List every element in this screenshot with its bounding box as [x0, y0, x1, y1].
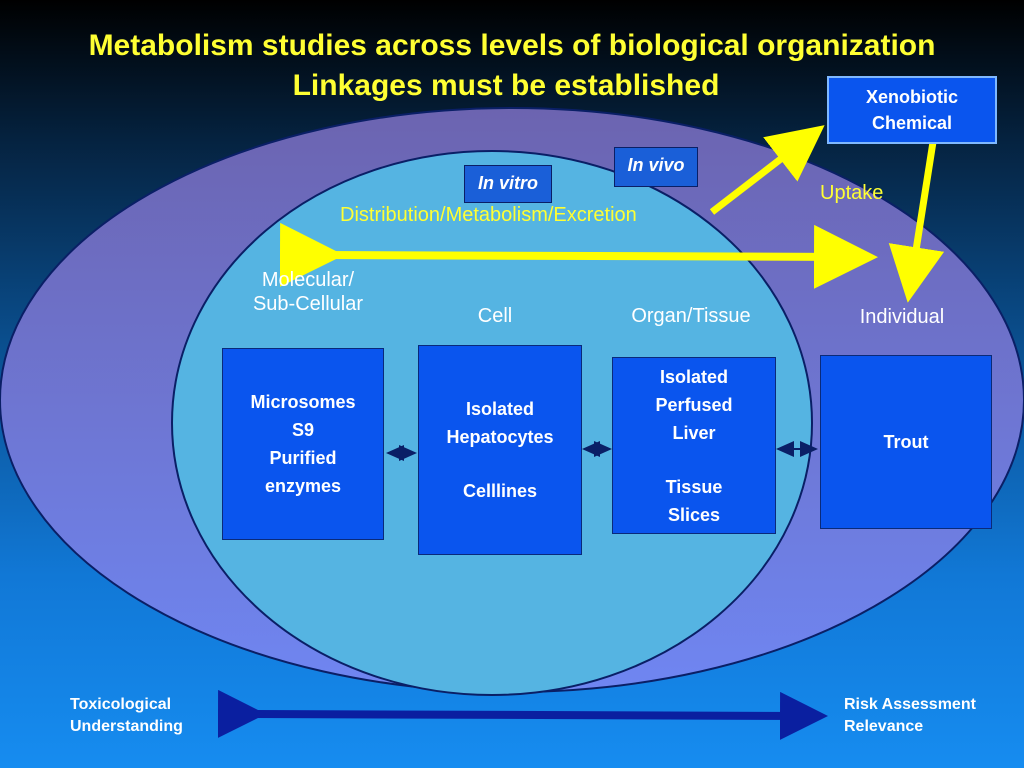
- hepatocytes-box: Isolated Hepatocytes Celllines: [418, 345, 582, 555]
- liver-line1: Isolated: [659, 366, 729, 387]
- microsomes-box: Microsomes S9 Purified enzymes: [222, 348, 384, 540]
- relevance-arrow: [217, 689, 828, 740]
- microsomes-line3: Purified: [269, 448, 337, 468]
- footer-left-line1: Toxicological: [70, 696, 172, 713]
- hepatocytes-line1: Isolated: [465, 399, 535, 419]
- distribution-arrow: [279, 222, 878, 289]
- footer-right-line1: Risk Assessment: [844, 696, 976, 713]
- chemical-label: Chemical: [871, 113, 953, 133]
- in-vitro-tag: In vitro: [464, 165, 552, 203]
- liver-line2: Perfused: [655, 394, 733, 415]
- uptake-arrow-to-chemical: [709, 125, 825, 215]
- liver-line4: Tissue: [665, 476, 723, 497]
- uptake-arrow-to-individual: [888, 141, 945, 303]
- microsomes-line1: Microsomes: [250, 392, 356, 412]
- level-organ-tissue: Organ/Tissue: [631, 305, 751, 327]
- xenobiotic-label: Xenobiotic: [865, 87, 958, 107]
- liver-box: Isolated Perfused Liver Tissue Slices: [612, 357, 776, 534]
- level-molecular: Molecular/ Sub-Cellular: [228, 268, 388, 316]
- in-vivo-tag: In vivo: [614, 147, 698, 187]
- footer-left: Toxicological Understanding: [70, 694, 183, 738]
- trout-box: Trout: [820, 355, 992, 529]
- microsomes-line4: enzymes: [264, 476, 342, 496]
- footer-right: Risk Assessment Relevance: [844, 694, 976, 738]
- title-line-1: Metabolism studies across levels of biol…: [88, 29, 936, 62]
- trout-label: Trout: [883, 432, 929, 452]
- title-line-2: Linkages must be established: [292, 69, 720, 102]
- level-individual: Individual: [859, 306, 945, 328]
- hepatocytes-line3: Celllines: [462, 481, 538, 501]
- microsomes-line2: S9: [291, 420, 315, 440]
- level-cell: Cell: [477, 305, 513, 327]
- distribution-label: Distribution/Metabolism/Excretion: [340, 204, 637, 226]
- footer-right-line2: Relevance: [844, 718, 924, 735]
- footer-left-line2: Understanding: [70, 718, 183, 735]
- uptake-label: Uptake: [820, 182, 884, 204]
- level-molecular-line2: Sub-Cellular: [252, 293, 364, 315]
- xenobiotic-chemical-box: Xenobiotic Chemical: [827, 76, 997, 144]
- liver-line3: Liver: [672, 422, 716, 443]
- level-molecular-line1: Molecular/: [261, 269, 355, 291]
- hepatocytes-line2: Hepatocytes: [446, 427, 554, 447]
- liver-line5: Slices: [667, 504, 721, 525]
